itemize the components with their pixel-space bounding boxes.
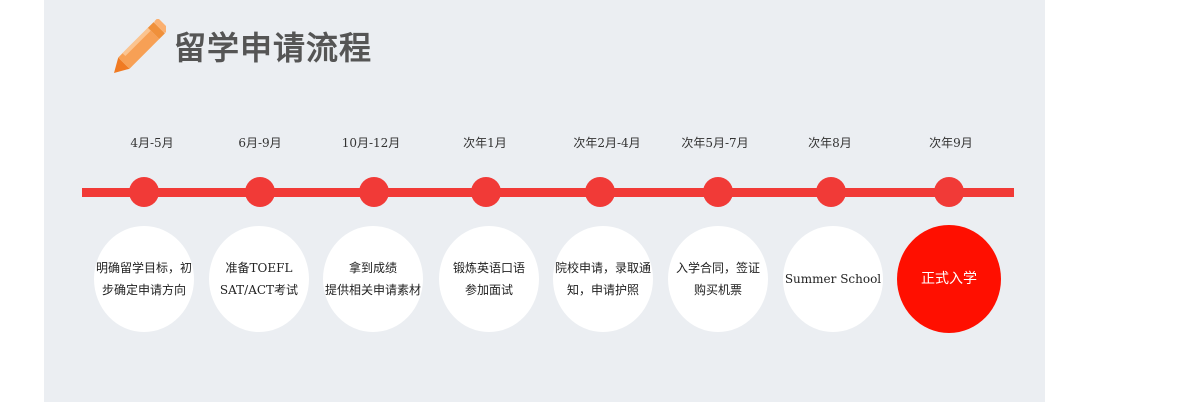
date-label: 次年5月-7月 <box>681 136 749 150</box>
step-circle-enrollment: 正式入学 <box>897 225 1001 333</box>
date-label: 4月-5月 <box>130 136 174 150</box>
timeline-dot <box>129 177 159 207</box>
timeline-dot <box>934 177 964 207</box>
step-text: 参加面试 <box>464 283 513 297</box>
step-text: 知，申请护照 <box>566 283 639 297</box>
step-text: 入学合同，签证 <box>675 261 760 275</box>
timeline-dot <box>703 177 733 207</box>
timeline-dot <box>585 177 615 207</box>
timeline-dot <box>471 177 501 207</box>
step-text: 准备TOEFL <box>225 261 293 275</box>
page-title: 留学申请流程 <box>174 29 373 67</box>
step-text: 明确留学目标，初 <box>95 261 192 275</box>
timeline-dot <box>816 177 846 207</box>
timeline-bar <box>82 188 1014 197</box>
date-label: 6月-9月 <box>238 136 282 150</box>
step-circle-summer-school: Summer School <box>783 226 883 332</box>
pencil-icon <box>114 19 166 73</box>
date-label: 次年9月 <box>929 136 973 150</box>
step-circle-interview: 锻炼英语口语 参加面试 <box>439 226 539 332</box>
step-text: 院校申请，录取通 <box>554 261 651 275</box>
date-label: 次年2月-4月 <box>573 136 641 150</box>
process-panel <box>44 0 1045 402</box>
step-text: SAT/ACT考试 <box>219 283 299 297</box>
step-text: 拿到成绩 <box>348 261 397 275</box>
date-label: 10月-12月 <box>341 136 401 150</box>
timeline-dot <box>359 177 389 207</box>
step-circle-tests: 准备TOEFL SAT/ACT考试 <box>209 226 309 332</box>
step-text: 步确定申请方向 <box>101 283 186 297</box>
step-circle-goal: 明确留学目标，初 步确定申请方向 <box>94 226 194 332</box>
header: 留学申请流程 <box>110 18 372 78</box>
step-circle-materials: 拿到成绩 提供相关申请素材 <box>323 226 423 332</box>
timeline-dot <box>245 177 275 207</box>
step-text: 购买机票 <box>693 283 742 297</box>
step-text: Summer School <box>784 272 882 286</box>
step-text: 提供相关申请素材 <box>324 283 421 297</box>
date-label: 次年1月 <box>463 136 507 150</box>
date-label: 次年8月 <box>808 136 852 150</box>
step-text: 锻炼英语口语 <box>452 261 525 275</box>
step-circle-visa: 入学合同，签证 购买机票 <box>668 226 768 332</box>
step-circle-application: 院校申请，录取通 知，申请护照 <box>553 226 653 332</box>
step-text: 正式入学 <box>921 271 977 287</box>
